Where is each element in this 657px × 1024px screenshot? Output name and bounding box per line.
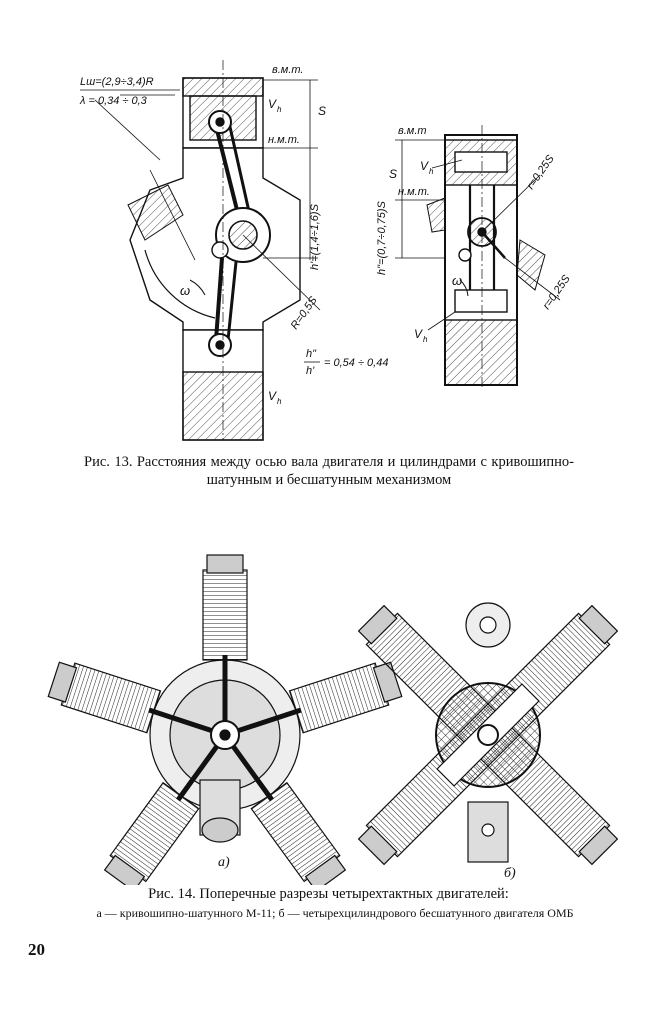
rodless-mechanism-diagram (395, 125, 561, 390)
figure-14b-label: б) (504, 866, 516, 881)
figure-14-legend: а — кривошипно-шатунного М-11; б — четыр… (96, 906, 574, 920)
bdc-label-left: н.м.т. (268, 134, 300, 146)
lambda-formula: λ = 0,34 ÷ 0,3 (79, 95, 148, 107)
rodless-engine-omb (357, 602, 619, 866)
h-prime-formula: h'=(1,4÷1,6)S (309, 203, 321, 270)
vh-top-right-sub: h (429, 167, 434, 176)
stroke-label-left: S (318, 104, 326, 118)
vh-top-left-sub: h (277, 105, 282, 114)
figure-14-caption: Рис. 14. Поперечные разрезы четырехтактн… (148, 886, 509, 902)
tdc-label-left: в.м.т. (272, 64, 304, 76)
omega-left: ω (180, 283, 190, 298)
ratio-numerator: h" (306, 348, 317, 360)
rod-length-formula: Lш=(2,9÷3,4)R (80, 76, 154, 88)
vh-top-left: V (268, 97, 277, 111)
stroke-label-right: S (389, 167, 397, 181)
vh-bottom-left-sub: h (277, 397, 282, 406)
vh-bottom-right: V (414, 327, 423, 341)
figure-14a-label: а) (218, 855, 230, 870)
bdc-label-right: н.м.т. (398, 186, 430, 198)
radial-engine-m11 (47, 554, 403, 885)
figure-13-drawing: Lш=(2,9÷3,4)R λ = 0,34 ÷ 0,3 в.м.т. н.м.… (79, 60, 573, 441)
omega-right: ω (452, 273, 462, 288)
r-label-lower: r=0,25S (541, 272, 573, 311)
h-double-prime-formula: h"=(0,7÷0,75)S (376, 200, 388, 275)
tdc-label-right: в.м.т (398, 125, 427, 137)
r-label-upper: r=0,25S (525, 152, 557, 191)
figure-14-drawing (47, 554, 619, 885)
vh-bottom-right-sub: h (423, 335, 428, 344)
vh-bottom-left: V (268, 389, 277, 403)
crank-mechanism-diagram (94, 60, 321, 441)
ratio-denominator: h' (306, 365, 315, 377)
ratio-value: = 0,54 ÷ 0,44 (324, 357, 388, 369)
vh-top-right: V (420, 159, 429, 173)
figure-13-caption: Рис. 13. Расстояния между осью вала двиг… (84, 454, 574, 488)
page-number: 20 (28, 940, 45, 959)
